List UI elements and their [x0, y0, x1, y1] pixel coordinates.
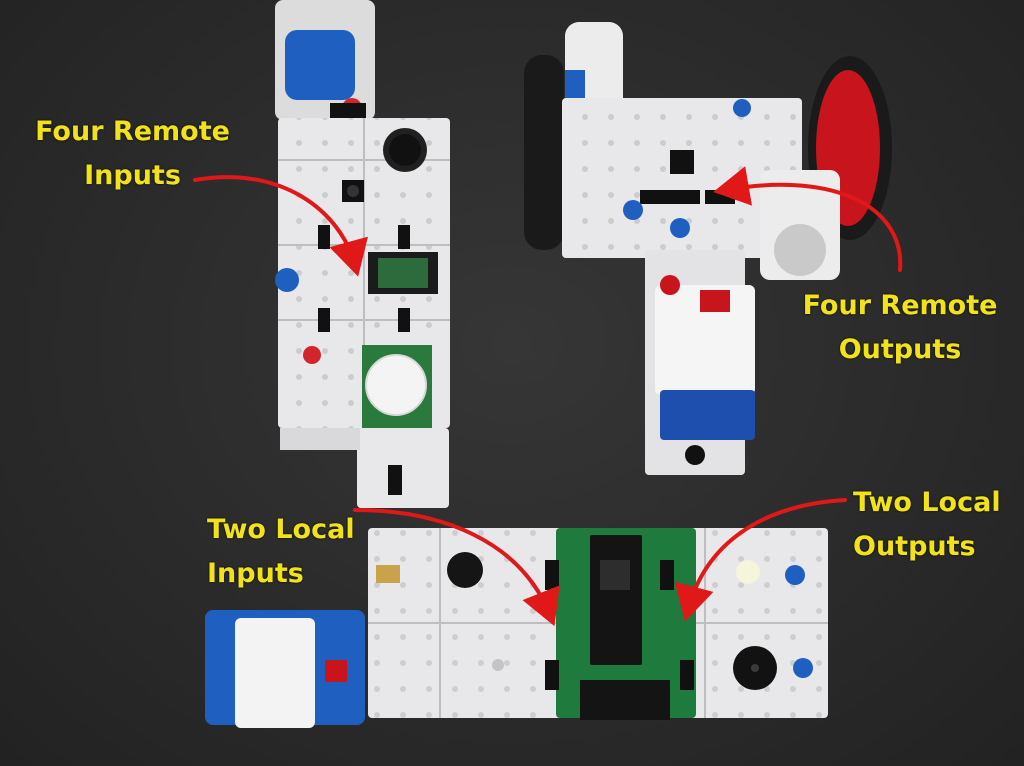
label-line: Two Local — [853, 487, 1001, 518]
arrow-local-outputs — [674, 498, 847, 622]
label-line: Outputs — [853, 531, 976, 562]
label-line: Four Remote — [802, 290, 998, 321]
label-four-remote-inputs: Four Remote Inputs — [35, 110, 230, 198]
arrow-remote-outputs — [713, 166, 903, 272]
label-line: Four Remote — [35, 116, 230, 147]
pir-dome — [366, 355, 426, 415]
dimmer-knob-local — [447, 552, 483, 588]
nano-board — [590, 535, 642, 665]
label-line: Outputs — [838, 334, 962, 365]
label-two-local-outputs: Two Local Outputs — [853, 481, 1001, 569]
label-line: Inputs — [207, 558, 304, 589]
label-line: Inputs — [84, 160, 181, 191]
light-led — [736, 560, 760, 584]
wheel-left — [524, 55, 564, 250]
label-two-local-inputs: Two Local Inputs — [207, 508, 355, 596]
battery-pack — [285, 30, 355, 100]
local-io-row — [205, 528, 828, 728]
label-line: Two Local — [207, 514, 355, 545]
arrow-remote-inputs — [193, 175, 368, 277]
robot-car — [524, 22, 892, 475]
battery-9v — [655, 285, 755, 395]
annotation-arrows — [193, 166, 903, 627]
arrow-local-inputs — [353, 508, 560, 627]
remote-input-stack — [275, 0, 450, 508]
label-four-remote-outputs: Four Remote Outputs — [800, 284, 1000, 372]
